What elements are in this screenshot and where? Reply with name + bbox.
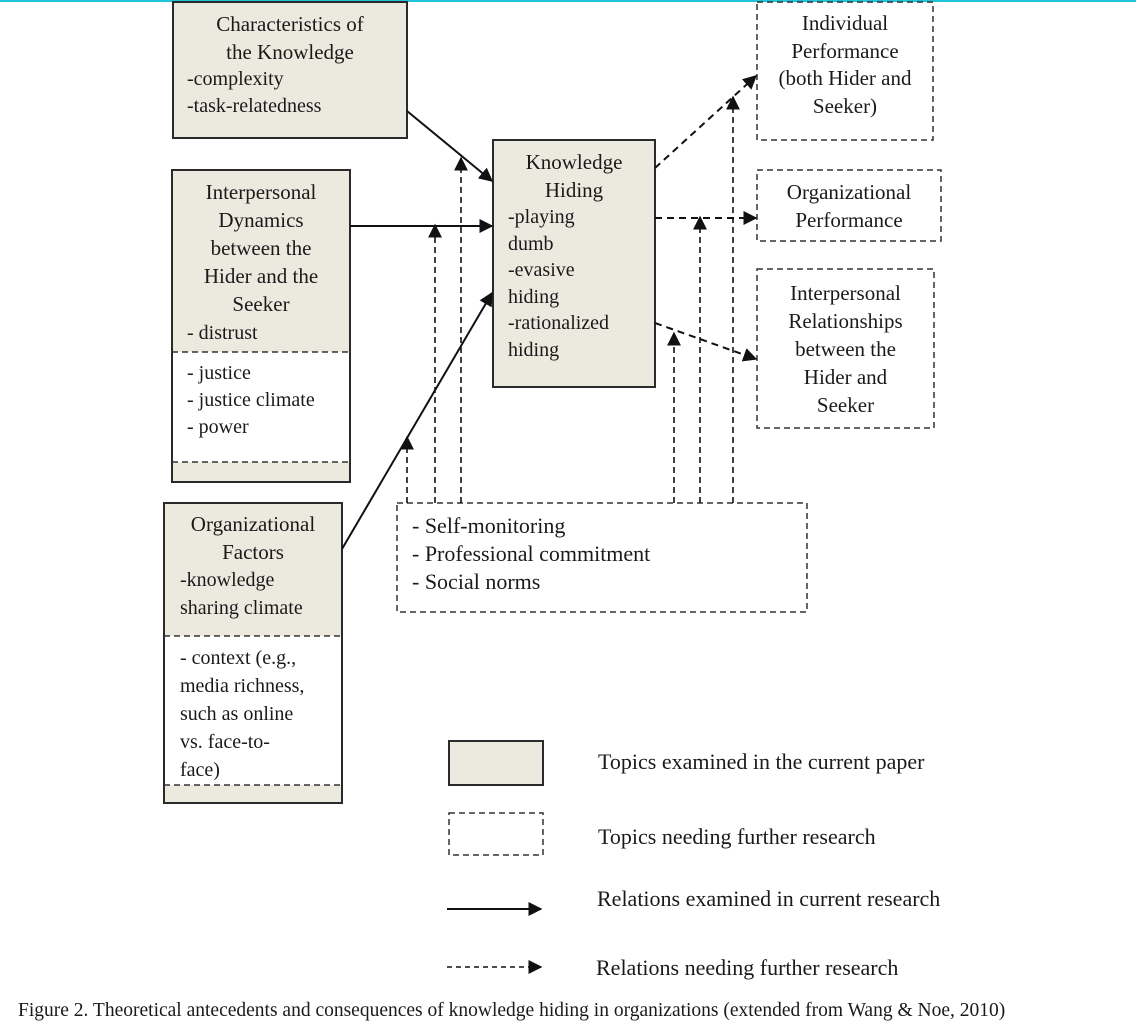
legend-examined-relations-label: Relations examined in current research: [597, 886, 941, 911]
knowledge-hiding-items: -playing dumb -evasive hiding -rationali…: [508, 206, 610, 361]
top-accent-line: [0, 0, 1136, 2]
organizational-items: -knowledge sharing climate: [180, 569, 303, 619]
knowledge-hiding-title: Knowledge Hiding: [525, 150, 623, 202]
moderators-box: [396, 502, 808, 613]
organizational-performance-box: [756, 169, 942, 242]
legend-further-topics-label: Topics needing further research: [598, 824, 876, 849]
organizational-further-items: - context (e.g., media richness, such as…: [180, 647, 305, 781]
interpersonal-relationships-text: Interpersonal Relationships between the …: [788, 281, 903, 417]
interpersonal-items: - distrust: [187, 322, 258, 344]
edge-kh-to-individual-performance: [654, 75, 758, 169]
interpersonal-title: Interpersonal Dynamics between the Hider…: [203, 180, 319, 316]
individual-performance-box: [756, 1, 934, 141]
characteristics-title: Characteristics of the Knowledge: [216, 12, 364, 64]
characteristics-items: -complexity -task-relatedness: [187, 68, 322, 117]
organizational-factors-box: [163, 502, 343, 804]
knowledge-hiding-box: [492, 139, 656, 388]
legend-examined-topic-swatch: [448, 740, 544, 786]
interpersonal-dynamics-box: [171, 169, 351, 483]
interpersonal-further-items: - justice - justice climate - power: [187, 362, 315, 438]
characteristics-box: [172, 1, 408, 139]
moderators-items: - Self-monitoring - Professional commitm…: [412, 513, 651, 594]
legend-further-relations-label: Relations needing further research: [596, 955, 899, 980]
legend-examined-topics-label: Topics examined in the current paper: [598, 749, 925, 774]
legend-further-topic-swatch: [448, 812, 544, 856]
edge-characteristics-to-kh: [406, 110, 494, 182]
edge-kh-to-interpersonal-relationships: [654, 322, 758, 362]
individual-performance-text: Individual Performance (both Hider and S…: [778, 11, 912, 118]
organizational-title: Organizational Factors: [190, 512, 316, 564]
organizational-performance-text: Organizational Performance: [786, 180, 912, 232]
figure-caption: Figure 2. Theoretical antecedents and co…: [18, 1000, 1006, 1021]
edge-organizational-to-kh: [341, 291, 493, 550]
